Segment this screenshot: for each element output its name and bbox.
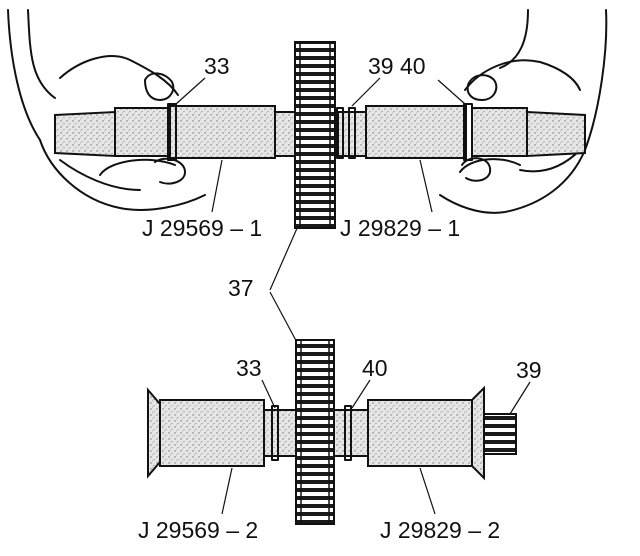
top-leader-lines (175, 77, 466, 213)
bottom-right-tool (333, 385, 485, 481)
top-gear (294, 41, 336, 229)
label-j29569-1: J 29569 – 1 (142, 215, 262, 241)
top-collars (336, 107, 356, 159)
right-hand (439, 9, 608, 214)
label-39-bottom: 39 (516, 357, 542, 383)
left-hand (7, 9, 206, 211)
label-33-bottom: 33 (236, 355, 262, 381)
bottom-bearing-39 (483, 413, 517, 455)
top-right-tool (337, 103, 586, 161)
bottom-leader-lines (221, 379, 531, 515)
center-leader-37 (269, 225, 301, 349)
label-j29829-1: J 29829 – 1 (340, 215, 460, 241)
label-37: 37 (228, 275, 254, 301)
top-left-tool (54, 103, 298, 161)
label-j29569-2: J 29569 – 2 (138, 517, 258, 543)
label-39-40-top: 39 40 (368, 53, 426, 79)
label-j29829-2: J 29829 – 2 (380, 517, 500, 543)
label-33-top: 33 (204, 53, 230, 79)
label-40-bottom: 40 (362, 355, 388, 381)
bottom-gear (295, 339, 335, 525)
bottom-left-tool (147, 387, 299, 479)
